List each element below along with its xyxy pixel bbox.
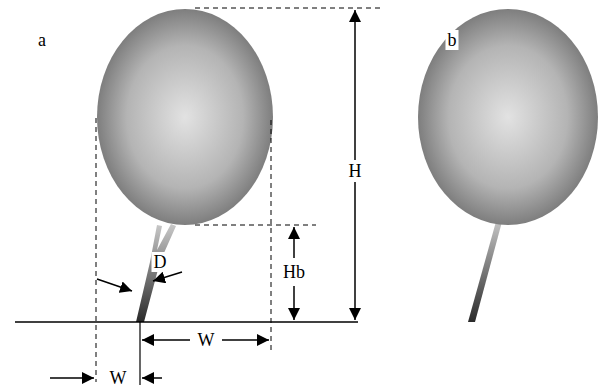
trunk — [136, 224, 176, 322]
dimension-label: W — [196, 330, 217, 350]
guide-lines — [96, 8, 380, 382]
dimension-label: Hb — [281, 262, 307, 282]
dimension-label: D — [152, 252, 169, 272]
ground-line — [15, 321, 358, 323]
crown — [97, 9, 273, 225]
panel-letter: b — [446, 30, 459, 50]
dimension-label: W — [108, 368, 129, 388]
dimension-label: H — [347, 161, 364, 181]
crown — [418, 9, 598, 225]
dimension-arrows — [50, 10, 355, 378]
trunk — [468, 218, 503, 322]
panel-letter: a — [36, 30, 48, 50]
